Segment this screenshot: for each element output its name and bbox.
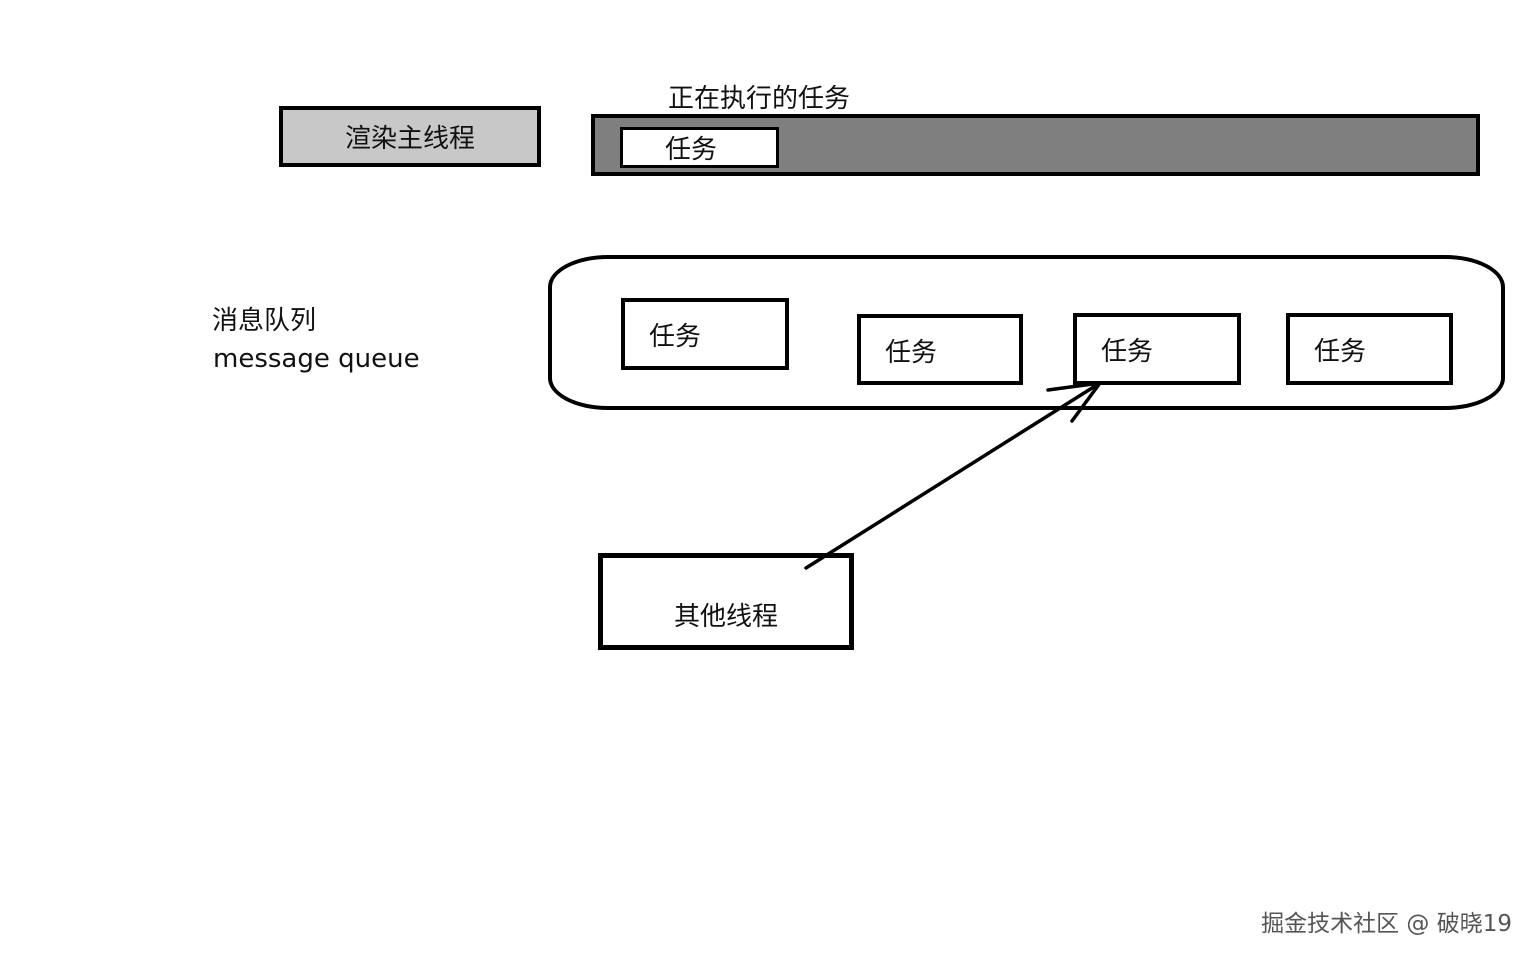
main-render-thread-box: 渲染主线程 bbox=[279, 106, 541, 167]
message-queue-label-en: message queue bbox=[213, 344, 420, 374]
queue-task-box: 任务 bbox=[1286, 313, 1453, 385]
executing-task-title: 正在执行的任务 bbox=[668, 84, 851, 114]
queue-task-box: 任务 bbox=[621, 298, 789, 370]
arrow-shaft bbox=[804, 381, 1102, 570]
executing-task-box: 任务 bbox=[620, 127, 779, 168]
other-thread-box: 其他线程 bbox=[598, 553, 854, 650]
queue-task-box: 任务 bbox=[1073, 313, 1241, 385]
watermark-text: 掘金技术社区 @ 破晓19 bbox=[1261, 911, 1512, 937]
message-queue-label-cn: 消息队列 bbox=[212, 306, 317, 336]
queue-task-box: 任务 bbox=[857, 314, 1023, 385]
